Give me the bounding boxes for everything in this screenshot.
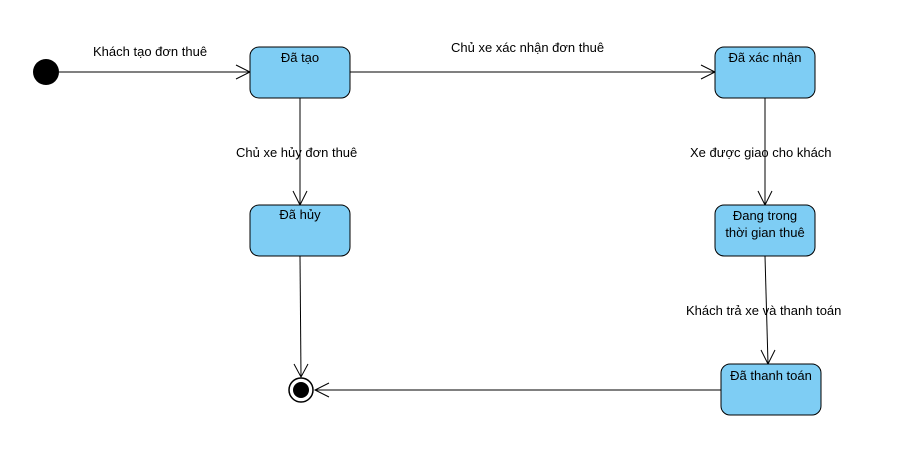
edge-start-to-created [59,64,252,80]
edge-cancelled-to-final [293,255,309,379]
state-renting-label-line2: thời gian thuê [725,225,804,240]
label-renting-to-paid: Khách trả xe và thanh toán [686,303,841,318]
state-created: Đã tạo [249,46,351,99]
label-start-to-created: Khách tạo đơn thuê [93,44,207,59]
label-created-to-cancelled: Chủ xe hủy đơn thuê [236,145,357,160]
state-paid: Đã thanh toán [720,363,822,416]
state-paid-label: Đã thanh toán [730,368,812,383]
state-renting: Đang trong thời gian thuê [714,204,816,257]
state-cancelled: Đã hủy [249,204,351,257]
label-confirmed-to-renting: Xe được giao cho khách [690,145,832,160]
initial-node [33,59,59,85]
state-confirmed-label: Đã xác nhận [729,50,802,65]
state-created-label: Đã tạo [281,50,319,65]
final-node [288,377,314,403]
state-renting-label-line1: Đang trong [733,208,797,223]
label-created-to-confirmed: Chủ xe xác nhận đơn thuê [451,40,604,55]
edge-created-to-confirmed [350,64,717,80]
state-cancelled-label: Đã hủy [279,207,321,222]
edge-paid-to-final [313,382,721,398]
state-confirmed: Đã xác nhận [714,46,816,99]
